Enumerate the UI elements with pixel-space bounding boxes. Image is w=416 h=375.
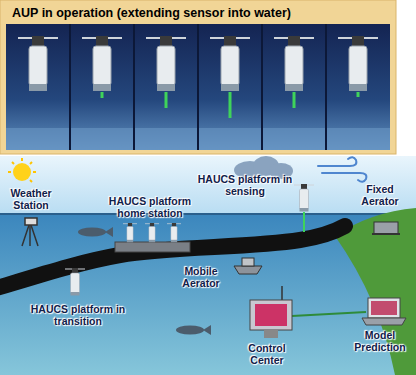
sensor xyxy=(229,92,232,118)
laptop xyxy=(362,298,406,325)
part-label: Fixed Aerator xyxy=(352,184,408,207)
ray xyxy=(21,158,23,161)
aup-device xyxy=(294,184,314,212)
sun-rays xyxy=(8,158,36,182)
water-surface xyxy=(0,213,416,215)
wind-line xyxy=(318,157,356,166)
fish-symbol xyxy=(176,325,211,335)
sensor xyxy=(165,92,168,108)
part-label: Model Prediction xyxy=(348,330,412,353)
photo-panel xyxy=(0,0,396,154)
laptop-screen xyxy=(368,298,400,318)
home-station xyxy=(115,223,190,252)
ray xyxy=(33,171,36,173)
aup-device xyxy=(210,36,250,91)
ray xyxy=(8,171,11,173)
monitor xyxy=(250,300,292,330)
divider xyxy=(261,24,263,150)
fixed-aerator xyxy=(372,222,400,234)
sensor xyxy=(293,92,296,108)
aerator-body xyxy=(374,222,398,234)
screen xyxy=(255,304,287,326)
laptop-display xyxy=(371,301,397,315)
aup-device xyxy=(146,36,186,91)
aup-device xyxy=(18,36,58,91)
sensor-lines xyxy=(101,92,360,118)
panel-heading: AUP in operation (extending sensor into … xyxy=(12,6,291,20)
photo-strip xyxy=(6,24,390,150)
dock xyxy=(115,242,190,252)
sun xyxy=(13,163,31,181)
aup-device xyxy=(167,223,181,242)
weather-station xyxy=(22,218,38,246)
control-center xyxy=(250,286,292,338)
boat xyxy=(234,266,262,274)
aup-device xyxy=(82,36,122,91)
part-label: Mobile Aerator xyxy=(172,266,230,289)
sensor xyxy=(303,212,305,232)
wind-symbol xyxy=(318,157,366,182)
divider xyxy=(69,24,71,150)
wind-line xyxy=(322,173,366,182)
sensor-box xyxy=(25,218,37,225)
part-label: HAUCS platform in sensing xyxy=(195,174,295,197)
stand xyxy=(264,330,278,338)
divider xyxy=(197,24,199,150)
part-label: Control Center xyxy=(238,343,296,366)
sensing-platform xyxy=(294,184,314,232)
part-label: Weather Station xyxy=(3,188,59,211)
sun-symbol xyxy=(8,158,36,182)
part-label: HAUCS platform home station xyxy=(100,196,200,219)
aup-device xyxy=(123,223,137,242)
motor xyxy=(242,258,254,266)
fish-symbol xyxy=(78,227,113,237)
mobile-aerator xyxy=(234,258,262,274)
ray xyxy=(30,180,32,182)
antenna xyxy=(281,286,283,300)
ray xyxy=(12,162,14,164)
frame-dividers xyxy=(70,24,326,150)
data-link xyxy=(292,312,366,316)
divider xyxy=(133,24,135,150)
aup-device xyxy=(65,268,85,296)
aup-device xyxy=(274,36,314,91)
sensor xyxy=(101,92,104,98)
laptop-base xyxy=(362,318,406,325)
part-label: HAUCS platform in transition xyxy=(28,304,128,327)
sensor xyxy=(357,92,360,97)
aerator-float xyxy=(372,233,400,235)
aup-device xyxy=(145,223,159,242)
ray xyxy=(30,162,32,164)
sky xyxy=(0,156,416,216)
divider xyxy=(325,24,327,150)
aup-device xyxy=(338,36,378,91)
